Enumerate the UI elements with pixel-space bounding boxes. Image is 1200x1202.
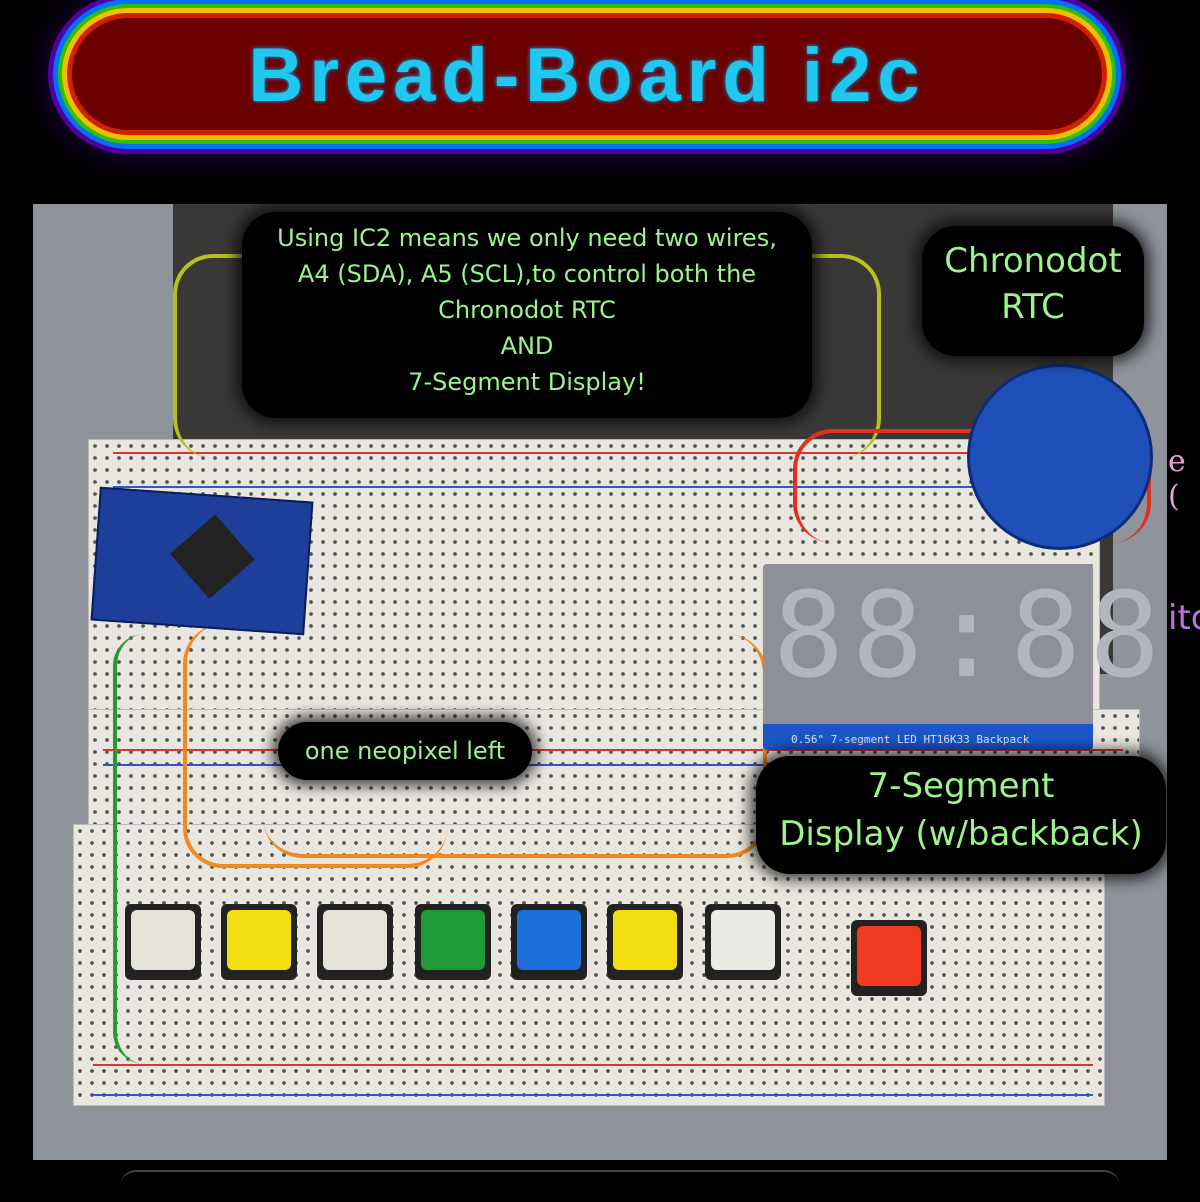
callout-line: 7-Segment: [867, 766, 1055, 806]
wire-green: [113, 634, 177, 1064]
callout-line: Chronodot: [944, 241, 1122, 281]
title-banner: Bread-Board i2c: [72, 18, 1102, 130]
callout-line: 7-Segment Display!: [408, 368, 646, 396]
callout-line: AND: [500, 332, 554, 360]
button-cap: [227, 910, 291, 970]
push-button-6: [607, 904, 683, 980]
callout-rtc: Chronodot RTC: [922, 226, 1144, 356]
bottom-glow-bar: [120, 1170, 1120, 1202]
button-cap: [131, 910, 195, 970]
button-cap: [323, 910, 387, 970]
page-title: Bread-Board i2c: [248, 33, 926, 118]
push-button-7: [705, 904, 781, 980]
arduino-pro-mini: [90, 486, 314, 636]
seven-segment-display: 88:88 0.56" 7-segment LED HT16K33 Backpa…: [763, 564, 1160, 750]
callout-i2c: Using IC2 means we only need two wires, …: [242, 212, 812, 418]
callout-line: A4 (SDA), A5 (SCL),to control both the: [297, 260, 757, 288]
push-button-4: [415, 904, 491, 980]
rail-red: [103, 749, 1123, 751]
push-button-1: [125, 904, 201, 980]
push-button-5: [511, 904, 587, 980]
side-text-fragment: ito: [1168, 598, 1200, 638]
rail-blue: [113, 486, 1053, 488]
rail-blue: [103, 764, 1123, 766]
callout-line: one neopixel left: [304, 737, 506, 765]
push-button-3: [317, 904, 393, 980]
button-cap: [421, 910, 485, 970]
button-cap: [711, 910, 775, 970]
button-cap: [613, 910, 677, 970]
callout-line: RTC: [1001, 287, 1065, 327]
microcontroller-chip: [170, 514, 255, 600]
wire-orange: [183, 624, 447, 868]
side-text-fragment: e (: [1168, 444, 1186, 514]
callout-line: Using IC2 means we only need two wires,: [277, 224, 777, 252]
button-cap: [857, 926, 921, 986]
rail-red: [93, 1064, 1093, 1066]
push-button-8: [851, 920, 927, 996]
callout-display: 7-Segment Display (w/backback): [756, 756, 1166, 874]
chronodot-rtc-board: [967, 364, 1153, 550]
display-digits: 88:88: [773, 566, 1167, 704]
callout-line: Display (w/backback): [779, 814, 1143, 854]
display-board-label: 0.56" 7-segment LED HT16K33 Backpack: [791, 733, 1030, 746]
rail-blue: [93, 1094, 1093, 1096]
button-cap: [517, 910, 581, 970]
callout-neopixel: one neopixel left: [278, 722, 532, 780]
push-button-2: [221, 904, 297, 980]
rail-red: [113, 452, 1053, 454]
callout-line: Chronodot RTC: [438, 296, 616, 324]
